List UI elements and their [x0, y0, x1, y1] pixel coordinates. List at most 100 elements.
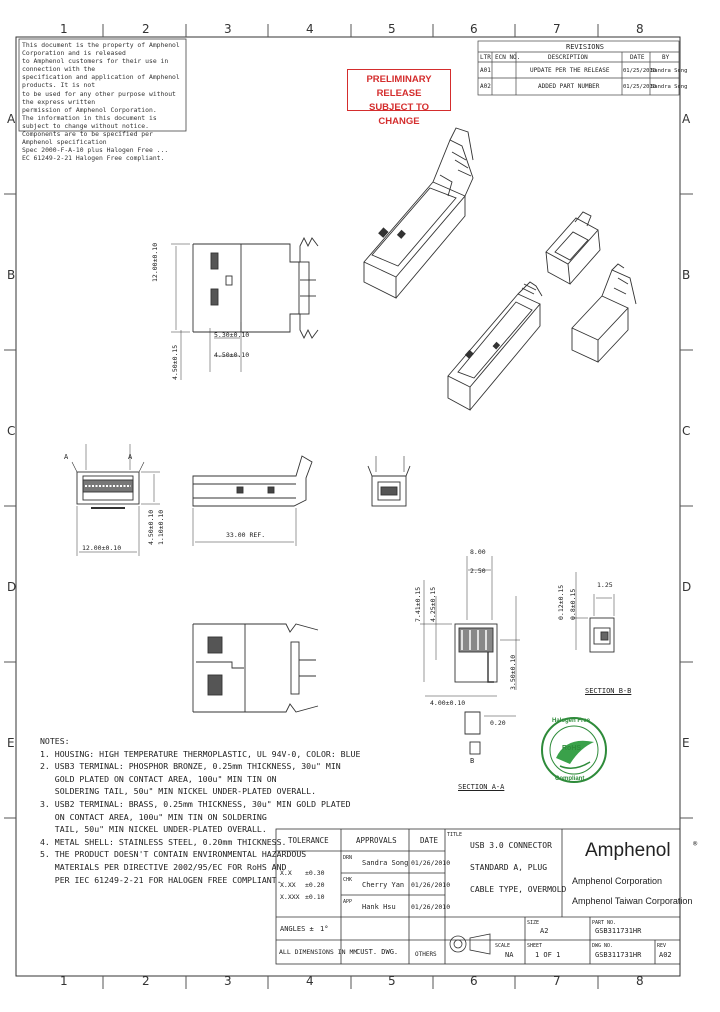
zone-label-top-8: 8: [636, 22, 644, 36]
revisions-title: REVISIONS: [566, 43, 604, 51]
rev-header-ltr: LTR: [480, 54, 491, 61]
dim-sec-w1: 4.00±0.10: [430, 699, 466, 707]
notice-line: specification and application of Ampheno…: [22, 73, 180, 90]
angles-value: 1°: [320, 925, 329, 933]
zone-label-top-7: 7: [553, 22, 561, 36]
notice-line: to Amphenol customers for their use in c…: [22, 57, 169, 74]
section-a-mark-right: A: [128, 453, 133, 461]
scale-label: SCALE: [495, 943, 511, 949]
note-line: SOLDERING TAIL, 50u" MIN NICKEL UNDER-PL…: [40, 786, 317, 797]
zone-label-left-e: E: [7, 736, 15, 750]
zone-label-bottom-5: 5: [388, 974, 396, 988]
tolerance-header: TOLERANCE: [288, 836, 329, 845]
dim-top-v2: 4.50±0.15: [171, 344, 179, 380]
dim-front-h2: 4.50±0.10: [147, 509, 155, 545]
zone-label-top-3: 3: [224, 22, 232, 36]
zone-label-top-1: 1: [60, 22, 68, 36]
seal-text-mid: RoHS: [562, 745, 582, 752]
note-line: 1. HOUSING: HIGH TEMPERATURE THERMOPLAST…: [40, 748, 361, 759]
zone-label-bottom-8: 8: [636, 974, 644, 988]
dim-sec-w2: 0.20: [490, 719, 506, 727]
approved-by: Hank Hsu: [362, 903, 396, 911]
bottom-view: [192, 623, 319, 713]
zone-label-top-4: 4: [306, 22, 314, 36]
notes-title: NOTES:: [40, 736, 70, 746]
seal-text-bottom: Compliant: [555, 776, 585, 782]
dim-side-length: 33.00 REF.: [226, 531, 266, 539]
rev-header-date: DATE: [630, 54, 645, 61]
zone-label-bottom-1: 1: [60, 974, 68, 988]
note-line: 3. USB2 TERMINAL: BRASS, 0.25mm THICKNES…: [40, 798, 351, 809]
proprietary-notice: This document is the property of Ampheno…: [22, 41, 182, 162]
tol-val-2: ±0.20: [305, 881, 325, 889]
rev-value: A02: [659, 951, 672, 959]
part-no-value: GSB311731HR: [595, 927, 642, 935]
part-no-label: PART NO.: [592, 920, 617, 926]
dim-sec-v3: 3.50±0.10: [509, 654, 517, 690]
dim-top-h1: 5.30±0.10: [214, 331, 250, 339]
zone-label-top-6: 6: [470, 22, 478, 36]
top-view: [171, 236, 319, 380]
tol-key-2: X.XX: [280, 881, 296, 889]
drawn-by: Sandra Song: [362, 859, 409, 867]
note-line: 5. THE PRODUCT DOESN'T CONTAIN ENVIRONME…: [40, 849, 307, 860]
rev-row-2-desc: ADDED PART NUMBER: [538, 83, 600, 90]
units-label: ALL DIMENSIONS IN MM: [279, 948, 358, 956]
rev-row-1-desc: UPDATE PER THE RELEASE: [530, 67, 610, 74]
rev-row-2-ltr: A02: [480, 83, 491, 90]
notice-line: to be used for any other purpose without…: [22, 89, 176, 106]
stamp-line-2: SUBJECT TO CHANGE: [368, 102, 429, 127]
note-line: GOLD PLATED ON CONTACT AREA, 100u" MIN T…: [40, 773, 277, 784]
dim-sec-v1: 7.41±0.15: [414, 586, 422, 622]
approved-label: APP: [343, 899, 353, 905]
front-view: [71, 444, 160, 556]
dim-sec-v2: 4.25±0.15: [429, 586, 437, 622]
notice-line: EC 61249-2-21 Halogen Free compliant.: [22, 154, 165, 163]
zone-label-left-b: B: [7, 268, 16, 282]
zone-label-left-a: A: [7, 112, 16, 126]
sheet-value: 1 OF 1: [535, 951, 561, 959]
note-line: 4. METAL SHELL: STAINLESS STEEL, 0.20mm …: [40, 836, 287, 847]
section-a-label: SECTION A-A: [458, 783, 505, 791]
notice-line: This document is the property of Ampheno…: [22, 41, 180, 58]
dim-secb-v2: 0.8±0.15: [569, 588, 577, 620]
section-b-label: SECTION B-B: [585, 687, 632, 695]
end-view: [367, 456, 411, 507]
size-label: SIZE: [527, 920, 540, 926]
company-line-2: Amphenol Taiwan Corporation: [572, 896, 693, 906]
cust-dwg-label: CUST. DWG.: [356, 948, 399, 956]
tol-key-1: X.X: [280, 869, 292, 877]
notice-line: Components are to be specified per Amphe…: [22, 130, 153, 147]
zone-label-left-c: C: [7, 424, 16, 438]
notice-line: permission of Amphenol Corporation.: [22, 105, 157, 114]
tol-val-3: ±0.10: [305, 893, 325, 901]
rev-header-desc: DESCRIPTION: [548, 54, 588, 61]
title-line-2: STANDARD A, PLUG: [470, 863, 548, 872]
title-header: TITLE: [447, 832, 463, 838]
section-a-mark-left: A: [64, 453, 69, 461]
scale-value: NA: [505, 951, 514, 959]
amphenol-logo: Amphenol: [585, 840, 671, 861]
approved-date: 01/26/2010: [411, 903, 451, 911]
note-line: PER IEC 61249-2-21 FOR HALOGEN FREE COMP…: [40, 874, 282, 885]
checked-label: CHK: [343, 877, 353, 883]
registered-mark: ®: [693, 840, 698, 848]
halogen-free-seal: [541, 717, 607, 783]
sheet-label: SHEET: [527, 943, 543, 949]
dim-top-v1: 12.00±0.10: [151, 242, 159, 282]
note-line: TAIL, 50u" MIN NICKEL UNDER-PLATED OVERA…: [40, 824, 267, 835]
zone-label-left-d: D: [7, 580, 17, 594]
dim-front-h1: 1.10±0.10: [157, 509, 165, 545]
dim-secb-width: 1.25: [597, 581, 613, 589]
section-b-mark: B: [470, 757, 475, 765]
note-line: 2. USB3 TERMINAL: PHOSPHOR BRONZE, 0.25m…: [40, 761, 341, 772]
note-line: ON CONTACT AREA, 100u" MIN TIN ON SOLDER…: [40, 811, 267, 822]
preliminary-release-stamp: PRELIMINARY RELEASE SUBJECT TO CHANGE: [347, 69, 451, 127]
size-value: A2: [540, 927, 549, 935]
dim-top-h2: 4.50±0.10: [214, 351, 250, 359]
tol-val-1: ±0.30: [305, 869, 325, 877]
title-line-1: USB 3.0 CONNECTOR: [470, 841, 552, 850]
zone-label-right-a: A: [682, 112, 691, 126]
rev-row-2-by: Sandra Song: [651, 84, 688, 90]
